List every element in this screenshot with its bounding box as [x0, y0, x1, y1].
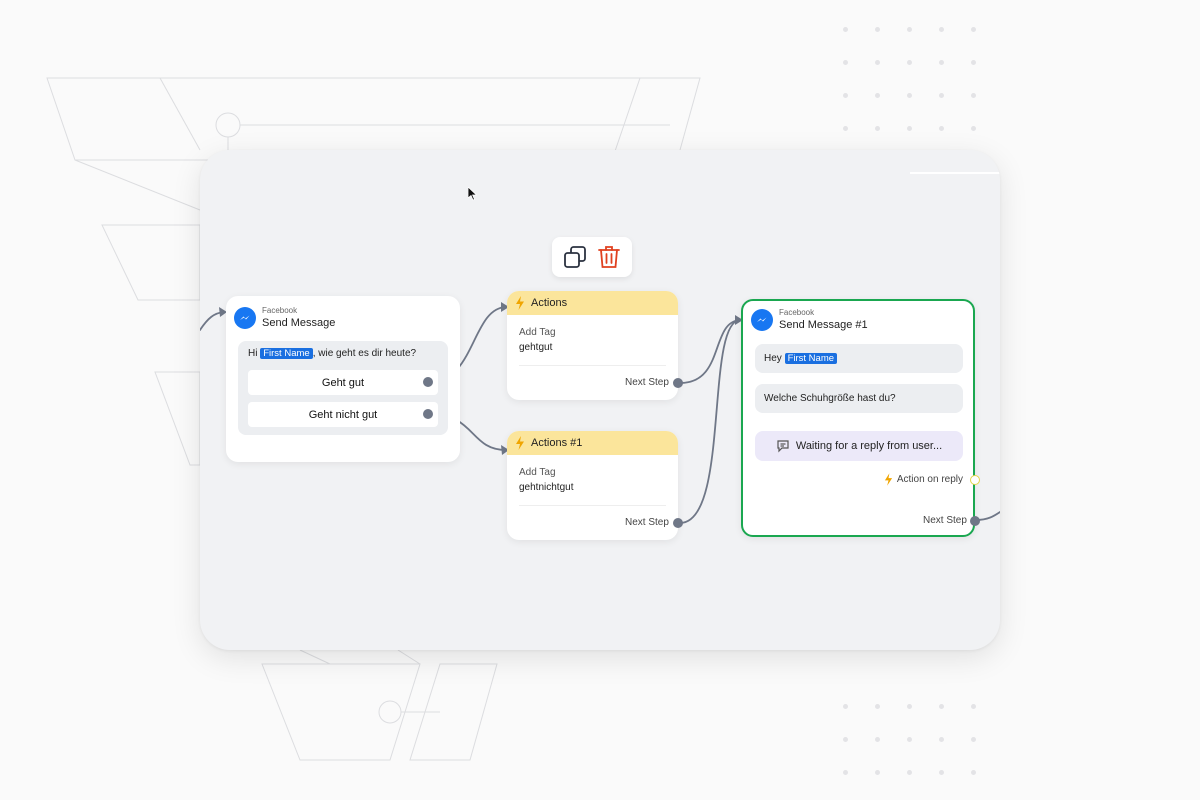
action-on-reply[interactable]: Action on reply — [884, 473, 963, 486]
message-text: Hi First Name, wie geht es dir heute? — [248, 348, 416, 359]
messenger-icon — [234, 307, 256, 329]
first-name-tag: First Name — [784, 353, 838, 364]
dot-grid-bottom-right — [843, 704, 976, 775]
message-text: Welche Schuhgröße hast du? — [764, 393, 896, 404]
actions-node[interactable]: Actions Add Tag gehtgut Next Step — [507, 291, 683, 400]
copy-icon — [564, 246, 586, 268]
actions-1-node[interactable]: Actions #1 Add Tag gehtnichtgut Next Ste… — [507, 431, 683, 540]
action-value: gehtgut — [519, 342, 553, 353]
actions-header: Actions #1 — [507, 431, 678, 455]
messenger-icon — [751, 309, 773, 331]
wire-incoming — [200, 311, 225, 331]
first-name-tag: First Name — [260, 348, 313, 359]
action-on-reply-port[interactable] — [970, 475, 980, 485]
chat-bubble-icon — [777, 440, 789, 453]
waiting-text: Waiting for a reply from user... — [795, 440, 943, 452]
flow-canvas[interactable]: Facebook Send Message Hi First Name, wie… — [200, 150, 1000, 650]
port-geht-gut[interactable] — [423, 377, 433, 387]
action-on-reply-label: Action on reply — [896, 474, 963, 485]
duplicate-button[interactable] — [560, 242, 590, 272]
waiting-reply-pill[interactable]: Waiting for a reply from user... — [755, 431, 963, 461]
delete-button[interactable] — [594, 242, 624, 272]
next-step-label: Next Step — [923, 515, 967, 526]
trash-icon — [598, 246, 620, 268]
lightning-icon — [516, 296, 524, 310]
node-title: Send Message #1 — [779, 319, 868, 331]
canvas-edge-line — [910, 172, 1000, 174]
message-prefix: Hey — [764, 353, 782, 364]
message-bubble-1[interactable]: Hey First Name — [755, 344, 963, 373]
action-label: Add Tag — [519, 467, 556, 478]
action-value: gehtnichtgut — [519, 482, 574, 493]
divider — [519, 505, 666, 506]
next-step-label: Next Step — [625, 517, 669, 528]
reply-button-geht-nicht-gut[interactable]: Geht nicht gut — [248, 402, 438, 427]
wire-actions1-next — [679, 319, 741, 524]
message-bubble-2[interactable]: Welche Schuhgröße hast du? — [755, 384, 963, 413]
node-toolbar — [552, 237, 632, 277]
greeting-suffix: , wie geht es dir heute? — [312, 348, 417, 359]
mouse-cursor-icon — [468, 187, 477, 201]
lightning-icon — [516, 436, 524, 450]
next-step-port[interactable] — [673, 518, 683, 528]
reply-button-label: Geht nicht gut — [308, 408, 378, 421]
node-header: Facebook Send Message — [226, 296, 460, 330]
node-platform: Facebook — [262, 306, 298, 315]
greeting-prefix: Hi — [248, 348, 258, 359]
message-box[interactable]: Hi First Name, wie geht es dir heute? Ge… — [238, 341, 448, 435]
send-message-1-node[interactable]: Facebook Send Message #1 Hey First Name … — [741, 299, 980, 537]
send-message-node[interactable]: Facebook Send Message Hi First Name, wie… — [226, 296, 460, 462]
dot-grid-top-right — [843, 27, 976, 131]
reply-button-geht-gut[interactable]: Geht gut — [248, 370, 438, 395]
node-header: Facebook Send Message #1 — [743, 301, 973, 332]
lightning-icon — [884, 473, 892, 486]
wire-actions-next — [679, 319, 741, 384]
actions-title: Actions — [531, 297, 568, 309]
divider — [519, 365, 666, 366]
reply-button-label: Geht gut — [321, 376, 365, 389]
action-label: Add Tag — [519, 327, 556, 338]
next-step-port[interactable] — [970, 516, 980, 526]
port-geht-nicht-gut[interactable] — [423, 409, 433, 419]
next-step-label: Next Step — [625, 377, 669, 388]
node-platform: Facebook — [779, 308, 815, 317]
node-title: Send Message — [262, 317, 336, 329]
actions-header: Actions — [507, 291, 678, 315]
actions-title: Actions #1 — [531, 437, 583, 449]
next-step-port[interactable] — [673, 378, 683, 388]
